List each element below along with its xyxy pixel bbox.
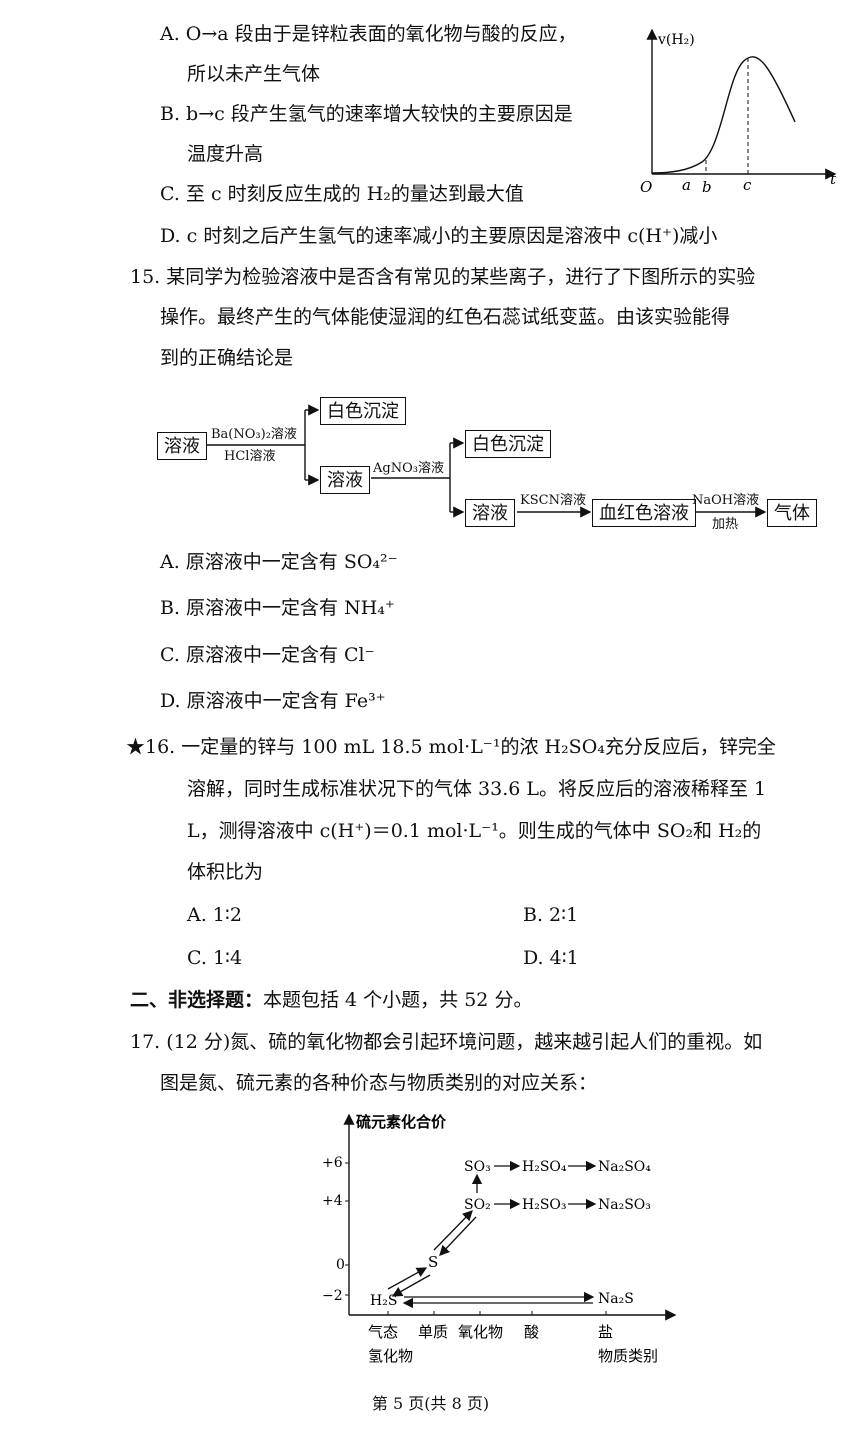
flow-connectors — [207, 404, 767, 518]
arrow-so2-s — [439, 1216, 477, 1256]
sulfur-chart-xlabel: 物质类别 — [598, 1347, 658, 1365]
ytick-0: 0 — [336, 1257, 345, 1273]
rate-chart-point-b: b — [702, 178, 712, 196]
species-so3: SO₃ — [464, 1159, 491, 1175]
xtick-oxide: 氧化物 — [458, 1323, 503, 1341]
q16-option-d: D. 4∶1 — [523, 947, 579, 969]
species-na2s: Na₂S — [598, 1291, 634, 1307]
section2-title: 二、非选择题： — [130, 989, 264, 1011]
xtick-element: 单质 — [418, 1323, 448, 1341]
q15-option-d: D. 原溶液中一定含有 Fe³⁺ — [160, 690, 386, 712]
flow-start-solution: 溶液 — [157, 432, 207, 460]
q15-option-a: A. 原溶液中一定含有 SO₄²⁻ — [160, 551, 398, 573]
q14-option-b-line1: B. b→c 段产生氢气的速率增大较快的主要原因是 — [160, 103, 573, 125]
q16-line4: 体积比为 — [187, 861, 264, 883]
q16-line1: ★16. 一定量的锌与 100 mL 18.5 mol·L⁻¹的浓 H₂SO₄充… — [126, 736, 776, 758]
species-so2: SO₂ — [464, 1197, 491, 1213]
q16-option-c: C. 1∶4 — [187, 947, 243, 969]
species-na2so3: Na₂SO₃ — [598, 1197, 651, 1213]
q15-option-b: B. 原溶液中一定含有 NH₄⁺ — [160, 597, 395, 619]
flow-reagent1-bottom: HCl溶液 — [224, 449, 276, 464]
q16-line3: L，测得溶液中 c(H⁺)＝0.1 mol·L⁻¹。则生成的气体中 SO₂和 H… — [187, 820, 762, 842]
sulfur-chart-ylabel: 硫元素化合价 — [356, 1113, 447, 1131]
q16-option-a: A. 1∶2 — [187, 904, 242, 926]
q14-option-a-line2: 所以未产生气体 — [187, 63, 321, 85]
sulfur-valence-chart: 硫元素化合价 +6 +4 0 −2 气态 氢化物 单质 氧化物 酸 盐 物质类别… — [322, 1113, 677, 1365]
q17-line1: 17. (12 分)氮、硫的氧化物都会引起环境问题，越来越引起人们的重视。如 — [130, 1031, 763, 1053]
species-h2s: H₂S — [370, 1293, 397, 1309]
ytick-plus4: +4 — [322, 1193, 343, 1209]
rate-chart-origin: O — [640, 178, 652, 196]
flow-reagent4-top: NaOH溶液 — [692, 493, 760, 508]
xtick-gaseous: 气态 — [368, 1323, 398, 1341]
flow-gas: 气体 — [767, 499, 817, 527]
xtick-hydride: 氢化物 — [368, 1347, 413, 1365]
ytick-minus2: −2 — [322, 1288, 343, 1304]
q17-line2: 图是氮、硫元素的各种价态与物质类别的对应关系： — [160, 1072, 598, 1094]
species-h2so4: H₂SO₄ — [522, 1159, 567, 1175]
ytick-plus6: +6 — [322, 1155, 343, 1171]
flow-reagent1-top: Ba(NO₃)₂溶液 — [211, 427, 297, 442]
q15-line1: 15. 某同学为检验溶液中是否含有常见的某些离子，进行了下图所示的实验 — [130, 266, 756, 288]
q16-option-b: B. 2∶1 — [523, 904, 579, 926]
flow-reagent4-bottom: 加热 — [712, 517, 739, 532]
rate-chart: v(H₂) t O a b c — [640, 28, 837, 196]
flow-diagram: 溶液 Ba(NO₃)₂溶液 HCl溶液 白色沉淀 溶液 AgNO₃溶液 白色沉淀… — [0, 0, 861, 540]
section2-text: 本题包括 4 个小题，共 52 分。 — [263, 989, 533, 1011]
species-na2so4: Na₂SO₄ — [598, 1159, 651, 1175]
arrow-h2s-s — [387, 1267, 428, 1290]
flow-reagent2: AgNO₃溶液 — [373, 461, 444, 476]
species-h2so3: H₂SO₃ — [522, 1197, 567, 1213]
rate-chart-xlabel: t — [830, 170, 837, 188]
flow-reagent3: KSCN溶液 — [520, 493, 586, 508]
q15-option-c: C. 原溶液中一定含有 Cl⁻ — [160, 644, 375, 666]
xtick-acid: 酸 — [524, 1323, 539, 1341]
q15-line3: 到的正确结论是 — [160, 347, 294, 369]
arrow-s-so2 — [433, 1210, 473, 1251]
flow-white-ppt-1: 白色沉淀 — [320, 397, 406, 425]
page-footer: 第 5 页(共 8 页) — [371, 1394, 490, 1413]
q14-option-c: C. 至 c 时刻反应生成的 H₂的量达到最大值 — [160, 183, 524, 205]
flow-blood-red-solution: 血红色溶液 — [592, 499, 696, 527]
xtick-salt: 盐 — [598, 1323, 613, 1341]
rate-chart-point-c: c — [743, 176, 752, 194]
flow-solution-2: 溶液 — [320, 466, 370, 494]
species-s: S — [428, 1253, 438, 1271]
arrow-s-h2s — [391, 1274, 431, 1297]
flow-solution-3: 溶液 — [465, 499, 515, 527]
rate-chart-point-a: a — [682, 176, 691, 194]
q14-option-d: D. c 时刻之后产生氢气的速率减小的主要原因是溶液中 c(H⁺)减小 — [160, 225, 718, 247]
flow-white-ppt-2: 白色沉淀 — [465, 430, 551, 458]
q16-line2: 溶解，同时生成标准状况下的气体 33.6 L。将反应后的溶液稀释至 1 — [187, 778, 767, 800]
section2-heading: 二、非选择题：本题包括 4 个小题，共 52 分。 — [130, 988, 532, 1012]
q15-line2: 操作。最终产生的气体能使湿润的红色石蕊试纸变蓝。由该实验能得 — [160, 306, 731, 328]
rate-curve — [651, 56, 796, 174]
rate-chart-ylabel: v(H₂) — [657, 32, 695, 48]
q14-option-b-line2: 温度升高 — [187, 143, 264, 165]
q14-option-a-line1: A. O→a 段由于是锌粒表面的氧化物与酸的反应， — [160, 23, 577, 45]
